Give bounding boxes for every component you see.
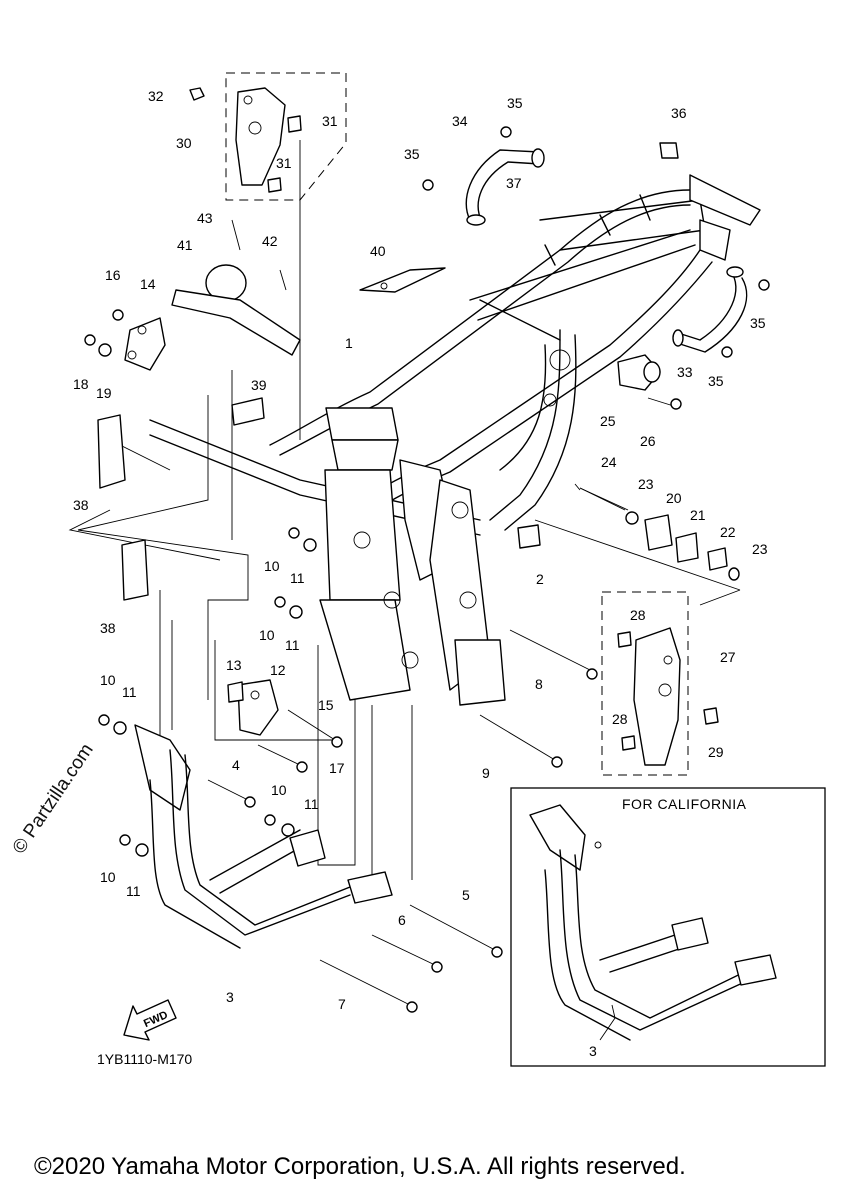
label-39 — [231, 397, 265, 426]
mounting-lines — [68, 140, 741, 880]
pad-38-upper — [97, 414, 126, 489]
callout-11b: 11 — [285, 637, 300, 653]
callout-numbers: 1 2 3 3 4 5 6 7 8 9 10 10 10 10 10 11 11… — [73, 88, 768, 1059]
callout-11c: 11 — [122, 684, 137, 700]
cap-36 — [659, 142, 679, 159]
callout-43: 43 — [197, 210, 213, 226]
callout-10a: 10 — [264, 558, 280, 574]
callout-20: 20 — [666, 490, 682, 506]
callout-10d: 10 — [271, 782, 287, 798]
callout-11d: 11 — [304, 796, 319, 812]
callout-28b: 28 — [612, 711, 628, 727]
callout-4: 4 — [232, 757, 240, 773]
callout-10b: 10 — [259, 627, 275, 643]
callout-31b: 31 — [276, 155, 292, 171]
lower-cradle-3 — [134, 724, 393, 949]
callout-7: 7 — [338, 996, 346, 1012]
pipe-34 — [465, 148, 545, 226]
callout-6: 6 — [398, 912, 406, 928]
callout-10c: 10 — [100, 672, 116, 688]
callout-30: 30 — [176, 135, 192, 151]
callout-14: 14 — [140, 276, 156, 292]
callout-24: 24 — [601, 454, 617, 470]
group-outline-30-32 — [225, 72, 347, 201]
callout-37: 37 — [506, 175, 522, 191]
washers — [84, 309, 317, 857]
callout-12: 12 — [270, 662, 286, 678]
callout-16: 16 — [105, 267, 121, 283]
callout-35b: 35 — [404, 146, 420, 162]
callout-3: 3 — [226, 989, 234, 1005]
inset-title: FOR CALIFORNIA — [622, 796, 747, 812]
callout-23b: 23 — [752, 541, 768, 557]
callout-40: 40 — [370, 243, 386, 259]
callout-10e: 10 — [100, 869, 116, 885]
pad-38-lower — [121, 539, 149, 601]
callout-17: 17 — [329, 760, 345, 776]
pipe-33 — [672, 266, 748, 353]
band-41 — [171, 264, 301, 356]
callout-41: 41 — [177, 237, 193, 253]
callout-33: 33 — [677, 364, 693, 380]
callout-2: 2 — [536, 571, 544, 587]
callout-8: 8 — [535, 676, 543, 692]
callout-11a: 11 — [290, 570, 305, 586]
damper-25 — [617, 354, 661, 391]
watermark: © Partzilla.com — [9, 740, 98, 858]
callout-31a: 31 — [322, 113, 338, 129]
callout-39: 39 — [251, 377, 267, 393]
callout-1: 1 — [345, 335, 353, 351]
callout-21: 21 — [690, 507, 706, 523]
callout-28a: 28 — [630, 607, 646, 623]
bolts — [207, 126, 770, 1013]
callout-38a: 38 — [73, 497, 89, 513]
callout-29: 29 — [708, 744, 724, 760]
grommet-2 — [517, 524, 541, 549]
bracket-30 — [189, 87, 302, 193]
callout-35c: 35 — [750, 315, 766, 331]
callout-19: 19 — [96, 385, 112, 401]
callout-22: 22 — [720, 524, 736, 540]
bushing-20-23 — [579, 397, 740, 581]
main-frame — [149, 174, 761, 706]
callout-9: 9 — [482, 765, 490, 781]
callout-3-inset: 3 — [589, 1043, 597, 1059]
diagram-code: 1YB1110-M170 — [97, 1051, 192, 1067]
inset-panel-california: FOR CALIFORNIA — [510, 787, 826, 1067]
callout-27: 27 — [720, 649, 736, 665]
callout-35a: 35 — [507, 95, 523, 111]
callout-13: 13 — [226, 657, 242, 673]
callout-38b: 38 — [100, 620, 116, 636]
callout-26: 26 — [640, 433, 656, 449]
copyright-notice: ©2020 Yamaha Motor Corporation, U.S.A. A… — [34, 1153, 686, 1180]
bracket-12 — [227, 679, 279, 736]
callout-5: 5 — [462, 887, 470, 903]
plate-40 — [359, 267, 446, 293]
bracket-27 — [617, 627, 719, 766]
callout-32: 32 — [148, 88, 164, 104]
fwd-arrow-icon: FWD — [123, 999, 177, 1041]
plate-14 — [124, 317, 166, 371]
callout-23a: 23 — [638, 476, 654, 492]
callout-15: 15 — [318, 697, 334, 713]
callout-34: 34 — [452, 113, 468, 129]
callout-11e: 11 — [126, 883, 141, 899]
callout-18: 18 — [73, 376, 89, 392]
callout-25: 25 — [600, 413, 616, 429]
callout-36: 36 — [671, 105, 687, 121]
callout-35d: 35 — [708, 373, 724, 389]
callout-42: 42 — [262, 233, 278, 249]
